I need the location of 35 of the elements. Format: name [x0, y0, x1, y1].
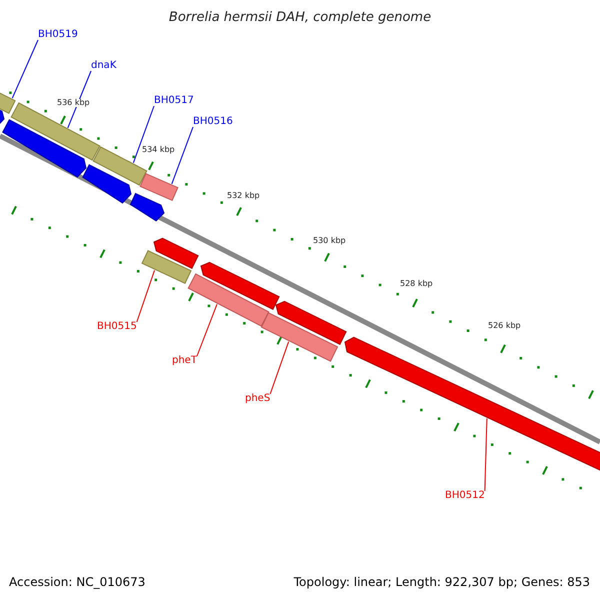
gene-bar [260, 312, 338, 362]
gene-label: dnaK [91, 61, 116, 71]
gene-block [200, 262, 280, 310]
leader-line [12, 40, 38, 99]
gene-block [153, 238, 199, 269]
scale-label: 534 kbp [142, 146, 175, 154]
accession-text: Accession: NC_010673 [9, 576, 146, 588]
gene-block [2, 119, 87, 178]
gene-label: BH0519 [38, 30, 78, 40]
leader-line [136, 270, 155, 322]
gene-label: BH0515 [97, 322, 137, 332]
scale-label: 528 kbp [400, 280, 433, 288]
scale-label: 536 kbp [57, 99, 90, 107]
gene-bar [140, 172, 178, 202]
gene-label: BH0517 [154, 96, 194, 106]
leader-line [67, 70, 92, 128]
leader-line [171, 126, 194, 184]
leader-line [132, 106, 154, 164]
gene-bar [188, 273, 270, 327]
gene-block [130, 192, 165, 222]
scale-label: 532 kbp [227, 192, 260, 200]
leader-line [196, 304, 218, 356]
scale-label: 526 kbp [488, 322, 521, 330]
gene-label: BH0516 [193, 117, 233, 127]
leader-line [484, 418, 488, 492]
title: Borrelia hermsii DAH, complete genome [168, 11, 432, 24]
gene-bar [141, 250, 192, 284]
gene-label: pheT [172, 356, 197, 366]
leader-line [270, 341, 290, 394]
genome-info-text: Topology: linear; Length: 922,307 bp; Genes: 853 [294, 576, 590, 588]
gene-label: pheS [245, 394, 270, 404]
scale-label: 530 kbp [313, 237, 346, 245]
gene-block [275, 300, 347, 345]
gene-block [82, 164, 132, 204]
gene-label: BH0512 [445, 491, 485, 501]
